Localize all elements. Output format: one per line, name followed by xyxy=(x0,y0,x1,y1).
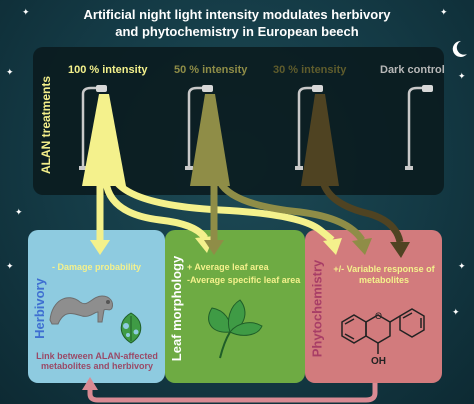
street-lamp-30-icon xyxy=(295,85,323,170)
light-beam-50 xyxy=(190,94,230,186)
arrowhead-100-phyto xyxy=(323,238,342,255)
star-icon: ✦ xyxy=(6,261,14,271)
feedback-arrow xyxy=(87,383,378,403)
star-icon: ✦ xyxy=(22,7,30,17)
light-beam-30 xyxy=(301,94,339,186)
arrow-30-to-phytochemistry xyxy=(319,180,404,243)
title-line-1: Artificial night light intensity modulat… xyxy=(83,7,391,22)
star-icon: ✦ xyxy=(458,261,466,271)
star-icon: ✦ xyxy=(6,67,14,77)
arrow-50-to-phytochemistry xyxy=(216,180,365,243)
star-icon: ✦ xyxy=(15,207,23,217)
star-icon: ✦ xyxy=(440,7,448,17)
feedback-arrowhead xyxy=(82,377,98,390)
herbivory-effect: - Damage probability xyxy=(52,262,142,272)
treatment-100-label: 100 % intensity xyxy=(68,64,148,76)
diagram-title: Artificial night light intensity modulat… xyxy=(0,6,474,40)
arrowhead-50-phyto xyxy=(352,238,372,255)
leaf-morphology-label: Leaf morphology xyxy=(169,255,185,361)
star-icon: ✦ xyxy=(452,307,460,317)
svg-text:O: O xyxy=(375,311,382,321)
street-lamp-dark-icon xyxy=(405,85,433,170)
herbivory-link-text: Link between ALAN-affected metabolites a… xyxy=(36,351,158,371)
light-beam-100 xyxy=(82,94,126,186)
treatment-30-label: 30 % intensity xyxy=(273,64,347,76)
arrowhead-100-herbivory xyxy=(90,240,110,255)
phyto-effect-line-2: metabolites xyxy=(358,275,409,285)
street-lamp-50-icon xyxy=(185,85,213,170)
title-line-2: and phytochemistry in European beech xyxy=(115,24,359,39)
beech-leaves-icon xyxy=(208,299,263,359)
phytochemistry-label: Phytochemistry xyxy=(309,259,325,357)
treatment-dark-label: Dark control xyxy=(380,64,445,76)
arrow-100-to-leaf xyxy=(102,181,208,241)
street-lamp-100-icon xyxy=(79,85,107,170)
hydroxyl-label: OH xyxy=(371,356,386,367)
arrowhead-50-leaf xyxy=(204,240,224,255)
star-icon: ✦ xyxy=(458,71,466,81)
arrow-100-to-phytochemistry xyxy=(110,176,335,243)
phyto-effect-line-1: +/- Variable response of xyxy=(333,264,435,274)
molecule-structure-icon: O xyxy=(341,308,425,354)
moon-icon xyxy=(452,40,467,57)
arrowhead-30-phyto xyxy=(390,242,410,258)
chewed-leaf-icon xyxy=(120,312,142,344)
treatment-50-label: 50 % intensity xyxy=(174,64,248,76)
caterpillar-icon xyxy=(49,295,113,325)
phytochemistry-box xyxy=(305,230,442,383)
phyto-effect: +/- Variable response of metabolites xyxy=(328,264,440,286)
leaf-effect-specific-area: -Average specific leaf area xyxy=(187,275,301,285)
leaf-effect-area: + Average leaf area xyxy=(187,262,269,272)
